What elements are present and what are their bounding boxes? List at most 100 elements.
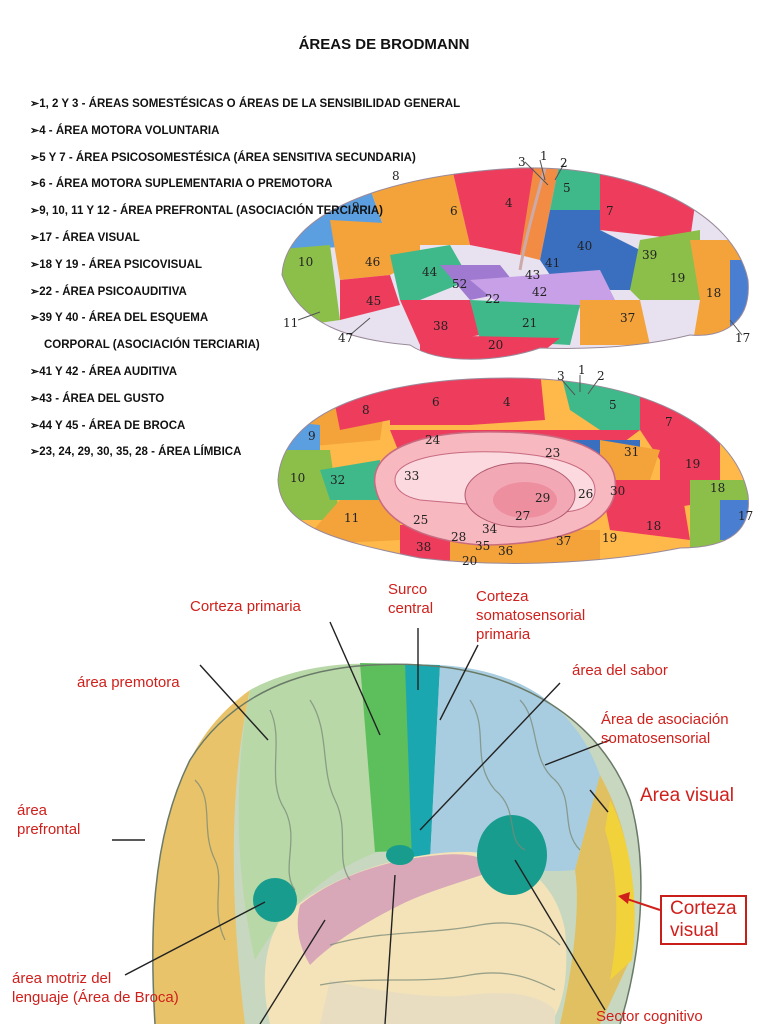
arrow-bullet-icon: ➢ [30, 285, 40, 298]
list-item: ➢22 - ÁREA PSICOAUDITIVA [30, 285, 187, 298]
brodmann-number: 6 [432, 395, 440, 409]
brodmann-number: 19 [602, 531, 617, 545]
brodmann-number: 46 [365, 255, 380, 269]
brodmann-number: 43 [525, 268, 540, 282]
brodmann-number: 8 [362, 403, 370, 417]
brodmann-number: 7 [606, 204, 614, 218]
brodmann-number: 5 [609, 398, 617, 412]
brodmann-number: 21 [522, 316, 537, 330]
list-item: ➢41 Y 42 - ÁREA AUDITIVA [30, 365, 178, 378]
brodmann-number: 17 [735, 331, 750, 345]
arrow-bullet-icon: ➢ [30, 446, 40, 459]
brodmann-number: 42 [532, 285, 547, 299]
arrow-bullet-icon: ➢ [30, 231, 40, 244]
brodmann-number: 28 [451, 530, 466, 544]
brodmann-number: 26 [578, 487, 593, 501]
arrow-bullet-icon: ➢ [30, 258, 40, 271]
brodmann-number: 18 [706, 286, 721, 300]
brodmann-number: 11 [283, 316, 298, 330]
list-item: ➢1, 2 Y 3 - ÁREAS SOMESTÉSICAS O ÁREAS D… [30, 98, 461, 110]
brodmann-number: 10 [298, 255, 313, 269]
brodmann-number: 3 [557, 369, 565, 383]
brodmann-number: 4 [505, 196, 513, 210]
brodmann-number: 36 [498, 544, 513, 558]
brodmann-number: 3 [518, 155, 526, 169]
brodmann-number: 31 [624, 445, 639, 459]
arrow-bullet-icon: ➢ [30, 365, 40, 378]
brodmann-number: 17 [738, 509, 753, 523]
brodmann-number: 20 [488, 338, 503, 352]
arrow-bullet-icon: ➢ [30, 151, 40, 164]
list-item-continuation: CORPORAL (ASOCIACIÓN TERCIARIA) [44, 339, 260, 352]
list-item: ➢39 Y 40 - ÁREA DEL ESQUEMA [30, 312, 209, 325]
brodmann-number: 27 [515, 509, 530, 523]
arrow-bullet-icon: ➢ [30, 205, 40, 218]
brodmann-number: 9 [352, 200, 360, 214]
list-item: ➢23, 24, 29, 30, 35, 28 - ÁREA LÍMBICA [30, 446, 242, 459]
list-item: ➢5 Y 7 - ÁREA PSICOSOMESTÉSICA (ÁREA SEN… [30, 151, 416, 164]
label-area-visual: Area visual [640, 785, 734, 806]
brodmann-number: 41 [545, 256, 560, 270]
brodmann-number: 10 [290, 471, 305, 485]
list-item: ➢4 - ÁREA MOTORA VOLUNTARIA [30, 124, 220, 137]
label-area-broca: área motriz del lenguaje (Área de Broca) [12, 970, 179, 1006]
brodmann-number: 34 [482, 522, 498, 536]
brodmann-number: 6 [450, 204, 458, 218]
brodmann-number: 33 [404, 469, 419, 483]
brodmann-number: 22 [485, 292, 500, 306]
brodmann-number: 18 [646, 519, 661, 533]
brodmann-number: 18 [710, 481, 725, 495]
label-sector-cognitivo: Sector cognitivo [596, 1008, 703, 1025]
brodmann-number: 39 [642, 248, 657, 262]
label-corteza-primaria: Corteza primaria [190, 598, 301, 615]
brodmann-number: 38 [416, 540, 431, 554]
brodmann-number: 30 [610, 484, 625, 498]
brodmann-number: 38 [433, 319, 448, 333]
arrow-bullet-icon: ➢ [30, 178, 40, 191]
label-area-premotora: área premotora [77, 674, 180, 691]
brodmann-number: 2 [597, 369, 605, 383]
area-list: ➢1, 2 Y 3 - ÁREAS SOMESTÉSICAS O ÁREAS D… [30, 96, 530, 471]
brodmann-number: 25 [413, 513, 428, 527]
brodmann-number: 37 [620, 311, 635, 325]
arrow-bullet-icon: ➢ [30, 98, 40, 110]
brodmann-number: 8 [392, 169, 400, 183]
label-corteza-somatosensorial: Corteza somatosensorial primaria [476, 588, 586, 643]
brodmann-number: 2 [560, 156, 568, 170]
brodmann-number: 19 [670, 271, 685, 285]
brodmann-number: 35 [475, 539, 490, 553]
brodmann-number: 4 [503, 395, 511, 409]
page-title: ÁREAS DE BRODMANN [298, 36, 470, 53]
list-item: ➢43 - ÁREA DEL GUSTO [30, 392, 165, 405]
brodmann-number: 37 [556, 534, 571, 548]
label-area-sabor: área del sabor [572, 662, 668, 679]
brodmann-number: 40 [577, 239, 592, 253]
arrow-bullet-icon: ➢ [30, 392, 40, 405]
list-item: ➢6 - ÁREA MOTORA SUPLEMENTARIA O PREMOTO… [30, 178, 333, 191]
brodmann-number: 24 [425, 433, 441, 447]
brodmann-number: 52 [452, 277, 467, 291]
list-item: ➢17 - ÁREA VISUAL [30, 231, 140, 244]
label-area-asociacion: Área de asociación somatosensorial [601, 711, 729, 747]
brodmann-number: 1 [578, 363, 586, 377]
brodmann-number: 29 [535, 491, 550, 505]
arrow-bullet-icon: ➢ [30, 419, 40, 432]
list-item: ➢9, 10, 11 Y 12 - ÁREA PREFRONTAL (ASOCI… [30, 205, 384, 218]
brodmann-number: 47 [338, 331, 353, 345]
arrow-bullet-icon: ➢ [30, 124, 40, 137]
brodmann-number: 32 [330, 473, 345, 487]
label-corteza-visual: Corteza visual [660, 895, 747, 945]
list-item: ➢18 Y 19 - ÁREA PSICOVISUAL [30, 258, 202, 271]
brodmann-number: 11 [344, 511, 359, 525]
brodmann-number: 20 [462, 554, 477, 568]
brodmann-number: 9 [308, 429, 316, 443]
label-area-prefrontal: área prefrontal [17, 802, 81, 838]
brodmann-number: 1 [540, 149, 548, 163]
list-item: ➢44 Y 45 - ÁREA DE BROCA [30, 419, 186, 432]
brodmann-number: 7 [665, 415, 673, 429]
brodmann-number: 44 [422, 265, 438, 279]
arrow-bullet-icon: ➢ [30, 312, 40, 325]
brodmann-number: 5 [563, 181, 571, 195]
label-surco-central: Surco central [388, 581, 434, 617]
